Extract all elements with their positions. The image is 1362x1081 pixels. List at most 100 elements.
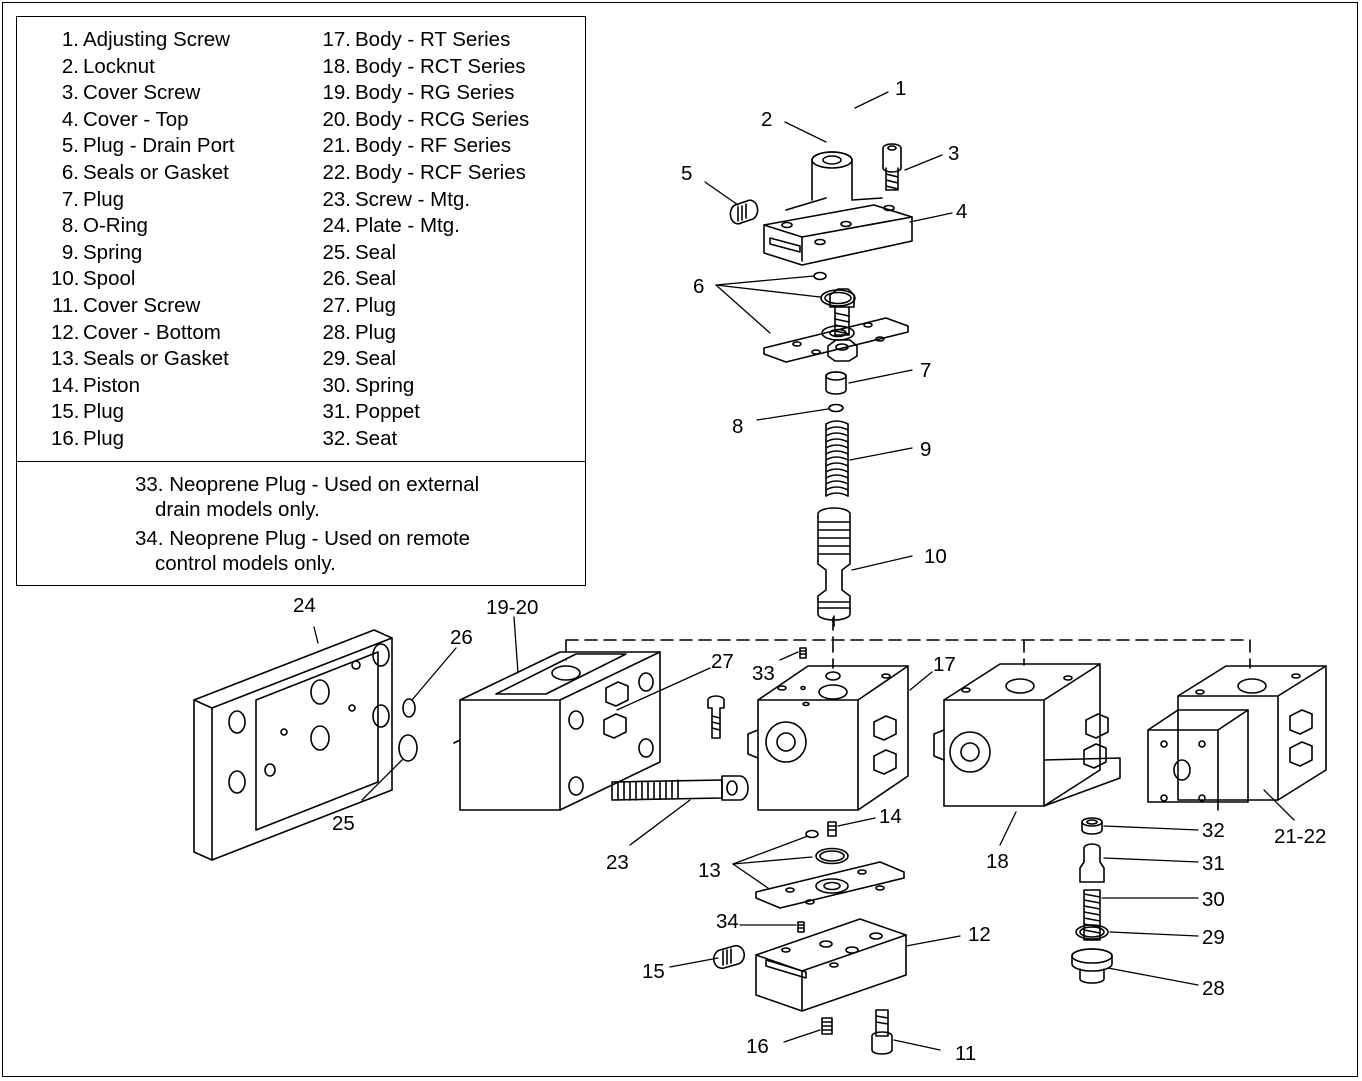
body-rct-part (933, 663, 1121, 807)
legend-item-number: 31. (322, 400, 352, 424)
callout-14: 14 (879, 805, 902, 828)
legend-item: 28.Plug (317, 320, 529, 347)
legend-item: 5.Plug - Drain Port (51, 133, 235, 160)
cover-screw-11-part (871, 1009, 893, 1055)
spool-plug-part (825, 371, 847, 395)
legend-item-number: 4. (61, 107, 79, 131)
legend-item: 13.Seals or Gasket (51, 346, 235, 373)
legend-item-label: Plug (83, 187, 125, 211)
legend-item-label: Plug (355, 320, 397, 344)
o-ring-part (828, 403, 844, 413)
callout-33: 33 (752, 662, 775, 685)
legend-item-label: Screw - Mtg. (355, 187, 471, 211)
callout-15: 15 (642, 960, 665, 983)
legend-item-label: Seals or Gasket (83, 347, 229, 371)
callout-23: 23 (606, 851, 629, 874)
legend-item-number: 9. (61, 240, 79, 264)
legend-item-number: 16. (51, 426, 80, 450)
legend-item-label: Plug - Drain Port (83, 134, 235, 158)
neoprene-plug-33-part (799, 647, 807, 691)
legend-note-33: 33. Neoprene Plug - Used on external dra… (135, 472, 479, 522)
legend-item: 18.Body - RCT Series (317, 54, 529, 81)
legend-item: 27.Plug (317, 293, 529, 320)
legend-item: 8.O-Ring (51, 213, 235, 240)
callout-12: 12 (968, 923, 991, 946)
body-rt-part (747, 665, 909, 811)
legend-item-label: Cover - Bottom (83, 320, 221, 344)
seal-29-part (1075, 924, 1109, 940)
legend-item-number: 8. (61, 214, 79, 238)
bottom-cover-part (755, 918, 907, 1012)
legend-item-number: 27. (322, 293, 352, 317)
callout-7: 7 (920, 359, 931, 382)
legend-item-label: Body - RCG Series (355, 107, 530, 131)
callout-4: 4 (956, 200, 967, 223)
legend-item-label: Piston (83, 373, 140, 397)
callout-1: 1 (895, 77, 906, 100)
leader-lines (313, 91, 1295, 1051)
legend-item: 7.Plug (51, 187, 235, 214)
legend-item-number: 6. (61, 160, 79, 184)
legend-item-number: 25. (322, 240, 352, 264)
neoprene-plug-34-part (797, 921, 805, 933)
poppet-part (1079, 843, 1105, 883)
legend-item: 9.Spring (51, 240, 235, 267)
callout-16: 16 (746, 1035, 769, 1058)
seal-26-part (402, 698, 416, 718)
legend-item-label: Body - RG Series (355, 81, 515, 105)
legend-item-number: 11. (52, 293, 79, 317)
legend-item-label: Body - RCT Series (355, 54, 526, 78)
legend-item-number: 20. (322, 107, 352, 131)
legend-item: 15.Plug (51, 399, 235, 426)
legend-item: 6.Seals or Gasket (51, 160, 235, 187)
legend-item-number: 3. (61, 81, 79, 105)
legend-item-label: O-Ring (83, 214, 148, 238)
callout-25: 25 (332, 812, 355, 835)
legend-divider (17, 461, 585, 462)
legend-item-label: Plug (83, 426, 125, 450)
note-number: 33. (135, 473, 164, 496)
callout-6: 6 (693, 275, 704, 298)
legend-item-label: Spool (83, 267, 136, 291)
legend-item-number: 10. (51, 267, 80, 291)
legend-item-number: 19. (322, 81, 352, 105)
legend-item: 23.Screw - Mtg. (317, 187, 529, 214)
spool-part (817, 507, 851, 627)
legend-item-number: 1. (61, 28, 79, 51)
legend-item-label: Locknut (83, 54, 155, 78)
legend-item-number: 29. (322, 347, 352, 371)
callout-3: 3 (948, 142, 959, 165)
legend-item-label: Seat (355, 426, 398, 450)
spring-30-part (1083, 889, 1101, 941)
body-rg-rcg-part (453, 651, 661, 811)
legend-item-label: Spring (83, 240, 143, 264)
legend-item-number: 26. (322, 267, 352, 291)
legend-item: 24.Plate - Mtg. (317, 213, 529, 240)
top-gasket-part (763, 271, 909, 363)
callout-labels: 1 2 3 4 5 6 7 8 9 10 24 26 25 19-20 27 3… (293, 77, 1326, 1065)
alignment-dashed-line (565, 617, 1251, 669)
legend-item-number: 13. (51, 347, 80, 371)
legend-item-label: Cover Screw (83, 293, 201, 317)
legend-item-number: 12. (51, 320, 80, 344)
callout-5: 5 (681, 162, 692, 185)
plug-16-part (821, 1017, 833, 1035)
callout-26: 26 (450, 626, 473, 649)
legend-item-label: Body - RF Series (355, 134, 512, 158)
note-text: drain models only. (155, 498, 320, 521)
legend-item: 32.Seat (317, 426, 529, 453)
piston-part (827, 821, 837, 837)
legend-item-number: 32. (322, 426, 352, 450)
legend-item-label: Adjusting Screw (83, 28, 230, 51)
callout-34: 34 (716, 910, 739, 933)
legend-item-number: 17. (322, 28, 352, 51)
callout-18: 18 (986, 850, 1009, 873)
bottom-gasket-part (755, 829, 905, 909)
note-text: control models only. (155, 552, 336, 575)
legend-item-number: 18. (322, 54, 352, 78)
legend-item: 20.Body - RCG Series (317, 107, 530, 134)
legend-item-number: 2. (61, 54, 79, 78)
